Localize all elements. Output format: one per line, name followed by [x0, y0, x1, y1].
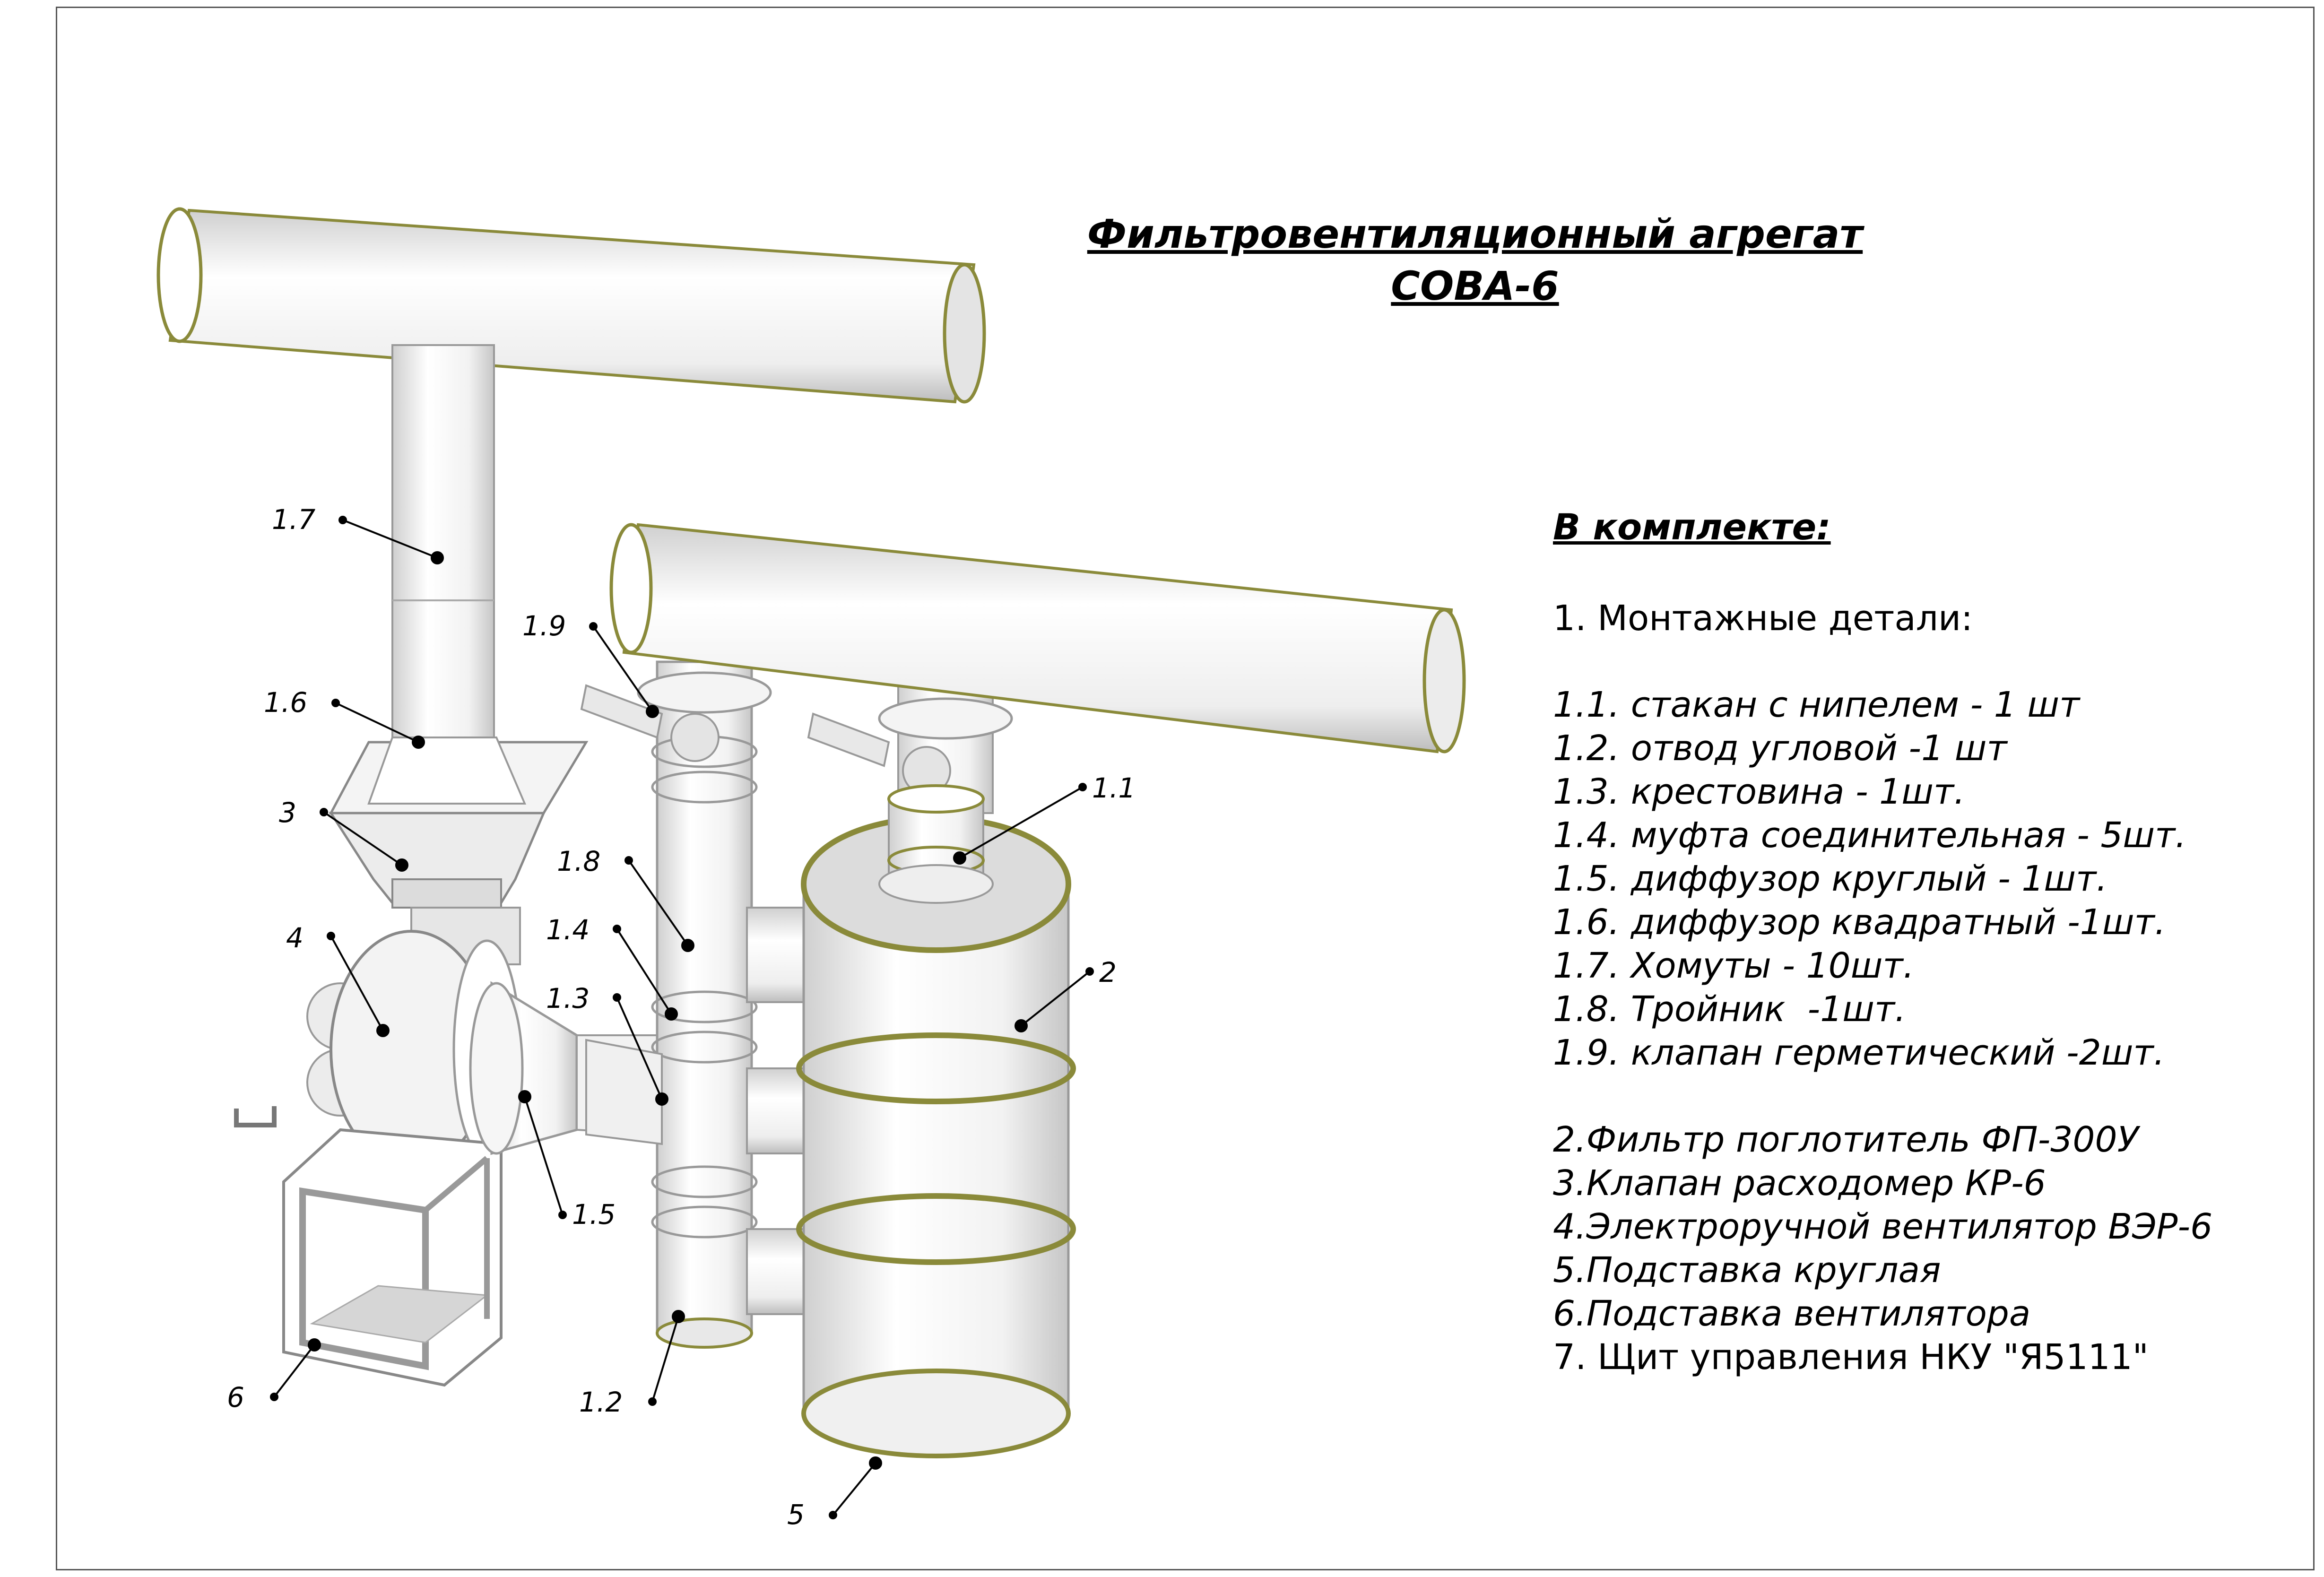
kit-item-1-9: 1.9. клапан герметический -2шт.: [1553, 1032, 2165, 1073]
fan-stand-6: [282, 1128, 503, 1387]
kit-item-3: 3.Клапан расходомер КР-6: [1553, 1163, 2046, 1204]
title-line-1: Фильтровентиляционный агрегат: [1087, 211, 1863, 257]
filter-2: [796, 815, 1076, 1458]
kit-item-1-1: 1.1. стакан с нипелем - 1 шт: [1553, 685, 2080, 725]
callout-4: 4: [286, 922, 304, 954]
kit-item-4: 4.Электроручной вентилятор ВЭР-6: [1553, 1206, 2213, 1247]
top-left-duct: [156, 207, 986, 404]
kit-item-1-7: 1.7. Хомуты - 10шт.: [1553, 945, 1915, 986]
kit-item-1-3: 1.3. крестовина - 1шт.: [1553, 771, 1965, 812]
kit-item-6: 6.Подставка вентилятора: [1553, 1293, 2031, 1334]
callout-1-1: 1.1: [1092, 772, 1136, 804]
kit-heading: В комплекте:: [1553, 506, 1831, 548]
kit-item-7: 7. Щит управления НКУ "Я5111": [1553, 1337, 2149, 1378]
callout-1-3: 1.3: [546, 982, 590, 1014]
vertical-pipe-assembly: [585, 660, 805, 1349]
kit-item-1-5: 1.5. диффузор круглый - 1шт.: [1553, 858, 2107, 899]
callout-1-6: 1.6: [264, 686, 308, 719]
pipe-1-7: [391, 344, 495, 753]
callout-1-2: 1.2: [579, 1386, 623, 1418]
callout-2: 2: [1099, 956, 1117, 988]
callout-6: 6: [227, 1381, 244, 1413]
callout-1-7: 1.7: [272, 503, 316, 536]
kit-group-1-title: 1. Монтажные детали:: [1553, 598, 1973, 639]
callout-3: 3: [279, 797, 296, 829]
callout-1-8: 1.8: [557, 845, 601, 877]
callout-1-4: 1.4: [546, 914, 590, 946]
kit-item-5: 5.Подставка круглая: [1553, 1250, 1941, 1291]
square-diffuser-1-6: [329, 737, 589, 814]
kit-item-1-4: 1.4. муфта соединительная - 5шт.: [1553, 815, 2186, 856]
title-line-2: СОВА-6: [1391, 263, 1559, 309]
callout-1-5: 1.5: [572, 1198, 616, 1230]
callout-5: 5: [787, 1499, 805, 1531]
leader-lines: [270, 516, 1094, 1519]
drawing-frame: [56, 7, 2315, 1570]
flow-valve-3: [329, 812, 546, 909]
kit-item-2: 2.Фильтр поглотитель ФП-300У: [1553, 1119, 2139, 1160]
right-duct: [609, 523, 1466, 754]
kit-item-1-6: 1.6. диффузор квадратный -1шт.: [1553, 902, 2166, 943]
kit-item-1-8: 1.8. Тройник -1шт.: [1553, 989, 1906, 1030]
drawing-title: Фильтровентиляционный агрегат СОВА-6: [1040, 208, 1910, 312]
sealing-valve-left: [580, 671, 772, 762]
nipple-cup-1-1: [878, 784, 994, 904]
kit-item-1-2: 1.2. отвод угловой -1 шт: [1553, 728, 2007, 769]
callout-1-9: 1.9: [522, 610, 566, 642]
